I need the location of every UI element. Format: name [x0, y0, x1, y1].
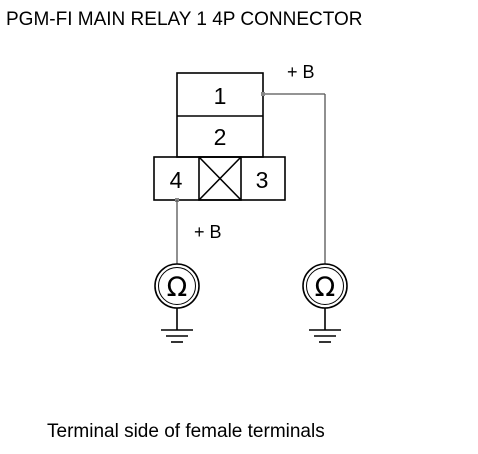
connector-body	[153, 72, 286, 201]
right-probe-label: + B	[287, 62, 315, 82]
right-probe-wire	[263, 93, 326, 264]
locking-tab-cross-b	[198, 156, 242, 201]
left-ohmmeter: Ω	[154, 263, 200, 309]
diagram-caption: Terminal side of female terminals	[47, 421, 325, 442]
right-ohmmeter-inner-circle	[306, 267, 344, 305]
pin-1-test-point	[261, 92, 265, 96]
pin-2-label: 2	[214, 124, 227, 150]
left-ohm-icon: Ω	[167, 272, 188, 303]
right-ohm-icon: Ω	[315, 272, 336, 303]
left-probe-label: + B	[194, 222, 222, 242]
left-ground-icon	[161, 308, 193, 343]
locking-tab	[198, 156, 242, 201]
pin-1-label: 1	[214, 83, 227, 109]
pin-4-label: 4	[170, 167, 183, 193]
left-ohmmeter-inner-circle	[158, 267, 196, 305]
pin-3-label: 3	[256, 167, 269, 193]
right-ground-icon	[309, 308, 341, 343]
right-ohmmeter: Ω	[302, 263, 348, 309]
diagram-title: PGM-FI MAIN RELAY 1 4P CONNECTOR	[6, 9, 363, 30]
